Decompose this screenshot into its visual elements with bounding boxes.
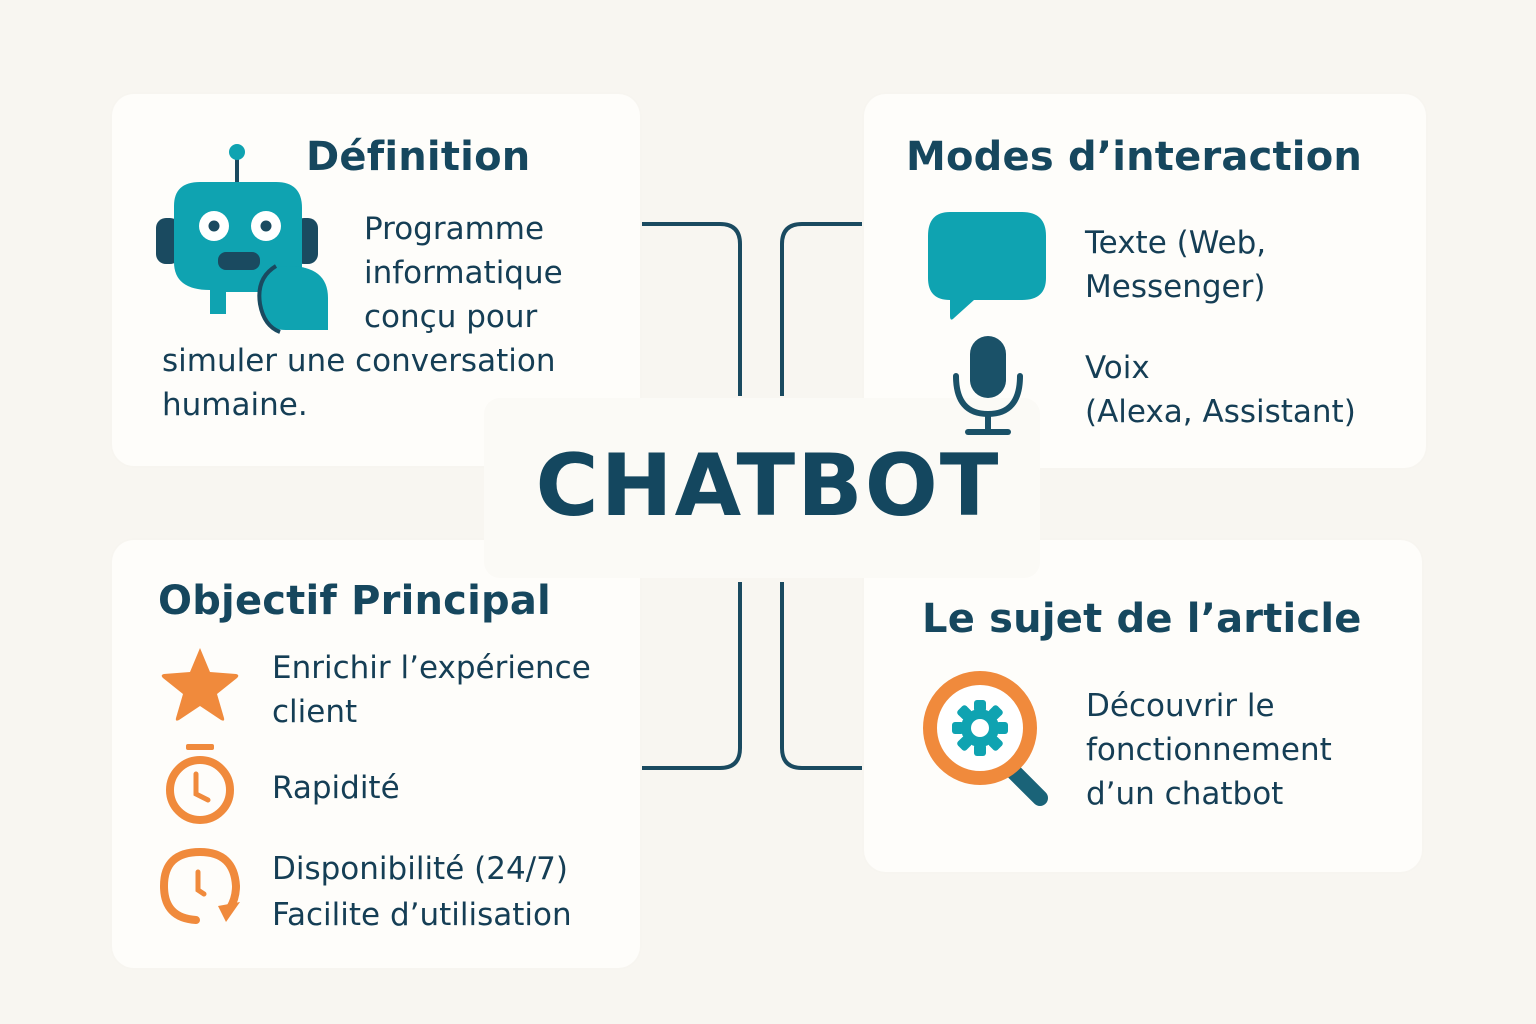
modes-voice-line-1: Voix <box>1085 350 1150 386</box>
stopwatch-icon <box>166 744 234 824</box>
objectif-item-2: Rapidité <box>272 770 400 806</box>
center-title: CHATBOT <box>535 436 1001 536</box>
robot-icon <box>156 144 328 334</box>
definition-title: Définition <box>306 134 531 180</box>
objectif-item-3-line-2: Facilite d’utilisation <box>272 897 572 933</box>
modes-title: Modes d’interaction <box>906 134 1363 180</box>
objectif-card <box>112 540 640 968</box>
objectif-item-1-line-1: Enrichir l’expérience <box>272 650 591 686</box>
connector-top-left <box>642 222 742 396</box>
modes-voice-line-2: (Alexa, Assistant) <box>1085 394 1356 430</box>
sujet-line-3: d’un chatbot <box>1086 776 1284 812</box>
modes-text-line-1: Texte (Web, <box>1085 225 1267 261</box>
definition-line-4: simuler une conversation <box>162 343 556 379</box>
sujet-line-2: fonctionnement <box>1086 732 1332 768</box>
objectif-item-1-line-2: client <box>272 694 358 730</box>
clock-refresh-icon <box>159 847 241 924</box>
microphone-icon <box>953 336 1023 435</box>
sujet-title: Le sujet de l’article <box>922 596 1362 642</box>
definition-line-2: informatique <box>364 255 563 291</box>
star-icon <box>161 648 239 721</box>
objectif-item-3-line-1: Disponibilité (24/7) <box>272 851 568 887</box>
modes-text-line-2: Messenger) <box>1085 269 1266 305</box>
connector-bottom-right <box>780 582 862 770</box>
objectif-title: Objectif Principal <box>158 578 551 624</box>
definition-line-5: humaine. <box>162 387 308 423</box>
chat-bubble-icon <box>928 212 1046 320</box>
sujet-line-1: Découvrir le <box>1086 688 1275 724</box>
connector-top-right <box>780 222 862 396</box>
definition-line-3: conçu pour <box>364 299 538 335</box>
magnifier-gear-icon <box>923 671 1048 806</box>
connector-bottom-left <box>642 582 742 770</box>
center-box <box>484 398 1040 578</box>
definition-line-1: Programme <box>364 211 545 247</box>
